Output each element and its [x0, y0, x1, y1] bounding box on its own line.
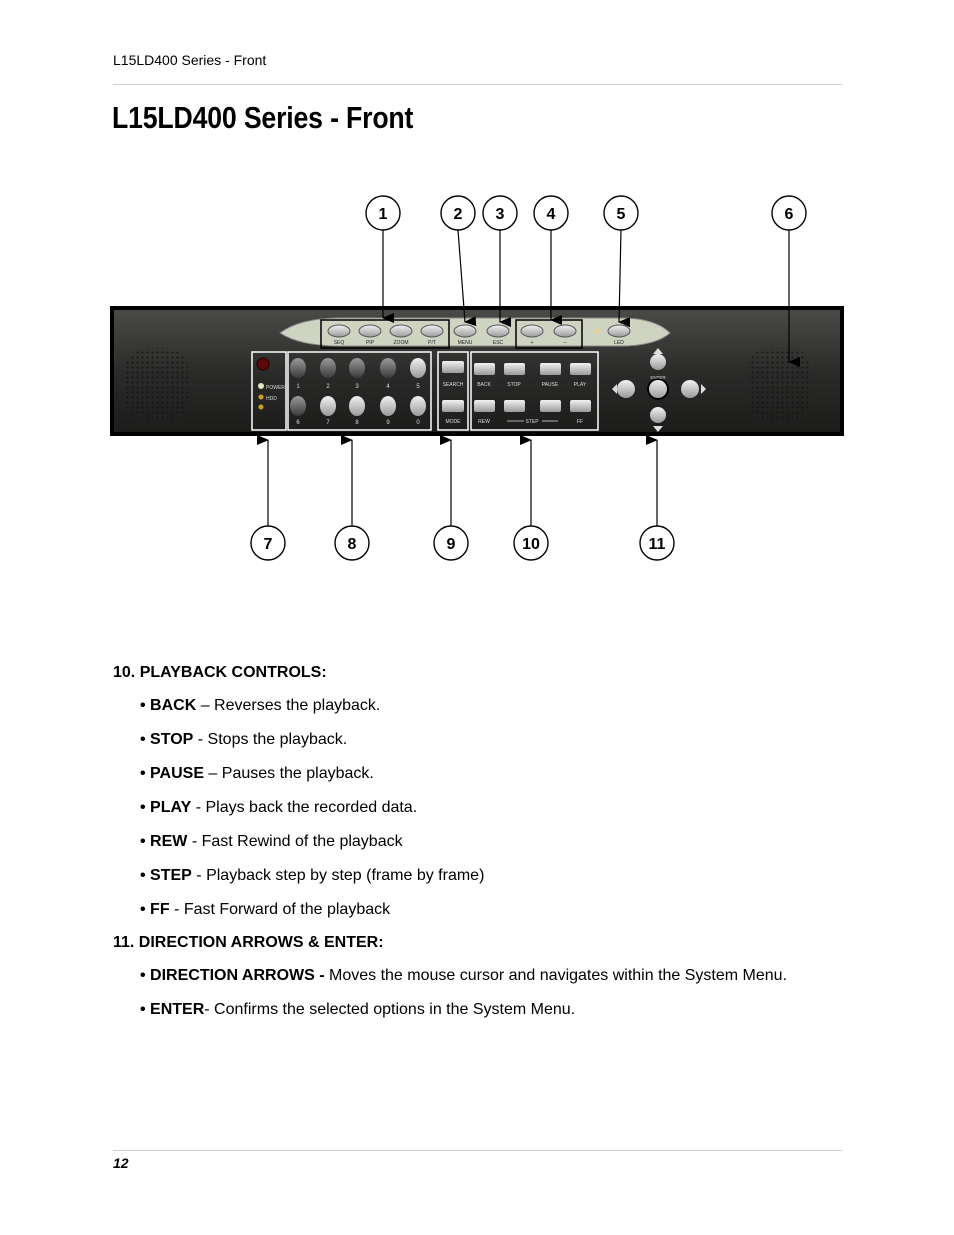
label-rew: REW	[478, 419, 490, 425]
item-desc: - Fast Rewind of the playback	[187, 833, 403, 850]
item-desc: – Reverses the playback.	[196, 697, 381, 714]
svg-text:1: 1	[379, 206, 388, 223]
key-label: 5	[416, 384, 420, 390]
label-pt: P/T	[428, 340, 436, 346]
power-led-icon	[256, 357, 270, 371]
key-label: 1	[296, 384, 300, 390]
label-pause: PAUSE	[542, 382, 559, 388]
list-item: • REW - Fast Rewind of the playback	[140, 832, 853, 852]
callout-9: 9	[433, 525, 469, 561]
svg-text:5: 5	[617, 206, 626, 223]
item-desc: – Pauses the playback.	[203, 765, 374, 782]
label-hdd: HDD	[266, 396, 277, 402]
front-panel-figure: SEQ PIP ZOOM P/T MENU ESC + – LED POWER …	[0, 180, 954, 600]
list-item: • STEP - Playback step by step (frame by…	[140, 866, 853, 886]
svg-text:2: 2	[454, 206, 463, 223]
list-item: • DIRECTION ARROWS - Moves the mouse cur…	[140, 966, 853, 986]
label-play: PLAY	[574, 382, 587, 388]
label-ff: FF	[577, 419, 583, 425]
item-term: • PAUSE	[140, 765, 204, 782]
callout-11: 11	[639, 525, 675, 561]
playback-buttons[interactable]	[474, 363, 591, 412]
label-back: BACK	[477, 382, 491, 388]
label-step: STEP	[525, 419, 539, 425]
label-led: LED	[614, 340, 624, 346]
callout-7: 7	[250, 525, 286, 561]
page-title: L15LD400 Series - Front	[112, 100, 414, 135]
footer-rule	[113, 1150, 842, 1151]
item-desc: - Stops the playback.	[193, 731, 348, 748]
svg-text:3: 3	[496, 206, 505, 223]
label-pip: PIP	[366, 340, 375, 346]
callout-2: 2	[440, 195, 476, 231]
description-content: 10. PLAYBACK CONTROLS: • BACK – Reverses…	[113, 664, 853, 1034]
label-minus: –	[564, 340, 567, 346]
svg-text:10: 10	[522, 536, 540, 553]
list-item: • ENTER- Confirms the selected options i…	[140, 1000, 853, 1020]
callout-4: 4	[533, 195, 569, 231]
label-search: SEARCH	[443, 382, 464, 388]
svg-text:11: 11	[649, 536, 666, 553]
svg-text:8: 8	[348, 536, 357, 553]
label-power: POWER	[266, 385, 285, 391]
key-label: 4	[386, 384, 390, 390]
list-item: • FF - Fast Forward of the playback	[140, 900, 853, 920]
item-term: • REW	[140, 833, 188, 850]
search-button[interactable]	[442, 361, 464, 373]
item-desc: Moves the mouse cursor and navigates wit…	[324, 967, 788, 984]
key-label: 3	[355, 384, 359, 390]
key-label: 7	[326, 420, 330, 426]
device-front-panel: SEQ PIP ZOOM P/T MENU ESC + – LED POWER …	[110, 306, 844, 436]
left-speaker-grille	[126, 348, 188, 420]
page-number: 12	[113, 1155, 129, 1171]
direction-pad[interactable]	[612, 348, 706, 432]
svg-text:6: 6	[785, 206, 794, 223]
list-item: • BACK – Reverses the playback.	[140, 696, 853, 716]
callout-8: 8	[334, 525, 370, 561]
callout-6: 6	[771, 195, 807, 231]
key-label: 6	[296, 420, 300, 426]
key-label: 2	[326, 384, 330, 390]
item-term: • ENTER	[140, 1001, 205, 1018]
key-label: 0	[416, 420, 420, 426]
item-term: • DIRECTION ARROWS -	[140, 967, 325, 984]
item-term: • STEP	[140, 867, 192, 884]
label-stop: STOP	[507, 382, 521, 388]
numeric-keypad[interactable]	[290, 358, 426, 416]
label-enter: ENTER	[650, 375, 666, 380]
label-mode: MODE	[446, 419, 462, 425]
top-buttons[interactable]	[327, 324, 631, 338]
callout-5: 5	[603, 195, 639, 231]
callout-3: 3	[482, 195, 518, 231]
running-header: L15LD400 Series - Front	[113, 52, 267, 68]
list-item: • STOP - Stops the playback.	[140, 730, 853, 750]
callout-1: 1	[365, 195, 401, 231]
header-rule	[113, 84, 842, 85]
item-desc: - Playback step by step (frame by frame)	[191, 867, 485, 884]
label-seq: SEQ	[334, 340, 345, 346]
svg-text:4: 4	[547, 206, 556, 223]
item-term: • PLAY	[140, 799, 192, 816]
svg-text:7: 7	[264, 536, 273, 553]
item-desc: - Plays back the recorded data.	[191, 799, 418, 816]
section-heading-direction: 11. DIRECTION ARROWS & ENTER:	[113, 934, 384, 951]
item-term: • FF	[140, 901, 170, 918]
item-desc: - Confirms the selected options in the S…	[204, 1001, 576, 1018]
list-item: • PLAY - Plays back the recorded data.	[140, 798, 853, 818]
label-esc: ESC	[493, 340, 504, 346]
svg-text:9: 9	[447, 536, 456, 553]
label-menu: MENU	[458, 340, 473, 346]
callout-10: 10	[513, 525, 549, 561]
section-heading-playback: 10. PLAYBACK CONTROLS:	[113, 664, 327, 681]
right-speaker-grille	[748, 348, 810, 420]
list-item: • PAUSE – Pauses the playback.	[140, 764, 853, 784]
mode-button[interactable]	[442, 400, 464, 412]
item-term: • STOP	[140, 731, 194, 748]
item-term: • BACK	[140, 697, 197, 714]
label-plus: +	[531, 340, 534, 346]
key-label: 8	[355, 420, 359, 426]
label-zoom: ZOOM	[394, 340, 409, 346]
key-label: 9	[386, 420, 390, 426]
item-desc: - Fast Forward of the playback	[169, 901, 391, 918]
